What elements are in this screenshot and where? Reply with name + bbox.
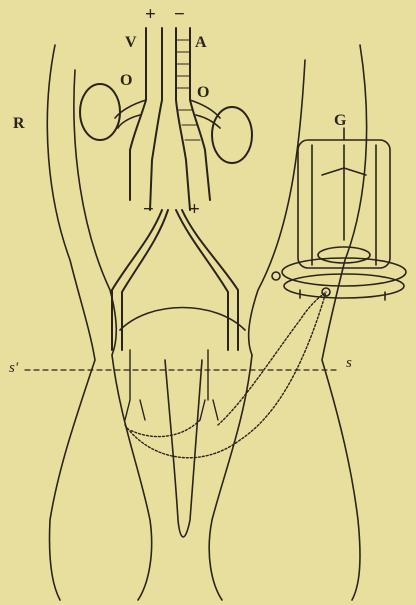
- label-plus-mid: +: [189, 200, 200, 219]
- label-minus-mid: −: [143, 200, 154, 219]
- nerve-left: [112, 210, 162, 350]
- vein-vessel: [130, 28, 146, 200]
- wire-back: [130, 420, 200, 437]
- label-g: G: [334, 113, 346, 129]
- wire-right: [218, 292, 326, 425]
- label-s-prime: s': [9, 361, 18, 376]
- left-kidney: [80, 84, 120, 140]
- right-kidney: [212, 107, 252, 163]
- aorta-vessel-2: [190, 28, 210, 200]
- vein-vessel-2: [150, 28, 162, 210]
- label-a: A: [195, 35, 207, 51]
- cavity-right: [249, 60, 305, 355]
- nerve-right-2: [182, 210, 238, 350]
- label-plus-top: +: [145, 5, 156, 24]
- tail: [165, 360, 202, 537]
- body-outline: [47, 45, 366, 600]
- label-o-right: O: [197, 85, 209, 101]
- electrodes: [125, 350, 218, 420]
- label-v: V: [125, 35, 137, 51]
- aorta-vessel: [176, 28, 190, 210]
- label-s: s: [346, 356, 352, 371]
- label-r: R: [13, 116, 25, 132]
- label-minus-top: −: [174, 5, 185, 24]
- nerve-right: [176, 210, 228, 350]
- hip-fur: [120, 308, 245, 331]
- label-o-left: O: [120, 73, 132, 89]
- leg-right: [209, 355, 252, 600]
- leg-left: [112, 355, 152, 600]
- galvanometer: [272, 128, 406, 300]
- nerve-left-2: [122, 210, 168, 350]
